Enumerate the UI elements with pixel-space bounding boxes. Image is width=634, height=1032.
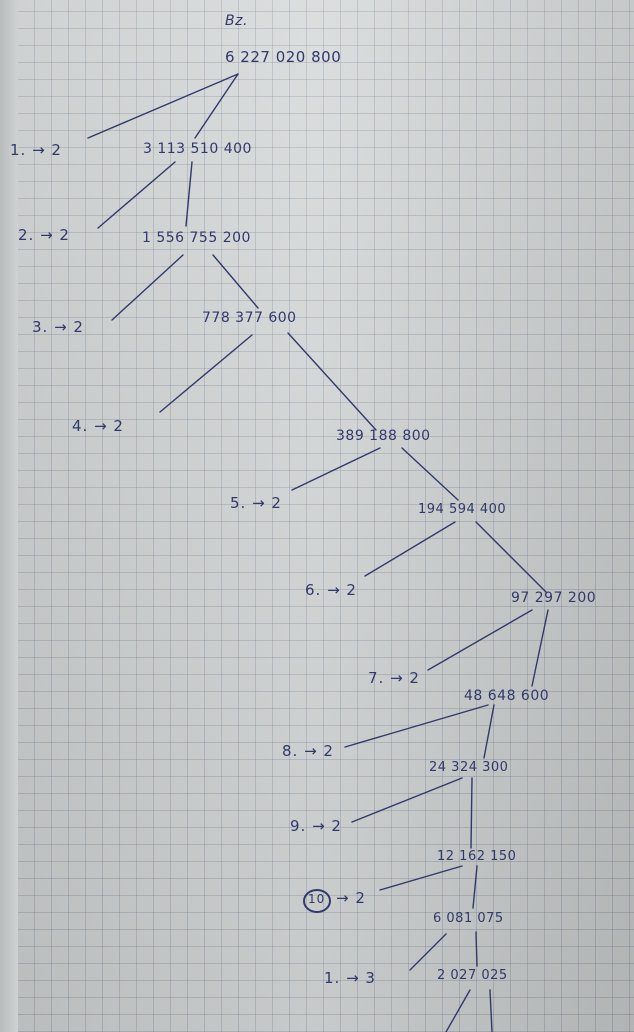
branch-line: [185, 161, 193, 227]
branch-line: [97, 161, 176, 229]
factor-label-7: 7. → 2: [368, 669, 420, 687]
factor-label-2: 2. → 2: [18, 226, 70, 244]
branch-line: [445, 989, 471, 1032]
branch-line: [472, 865, 478, 909]
factor-label-6: 6. → 2: [305, 581, 357, 599]
tree-node-2: 1 556 755 200: [142, 230, 251, 246]
branch-line: [489, 989, 493, 1032]
header-mark: Bz.: [225, 13, 248, 29]
branch-line: [212, 254, 259, 309]
branch-line: [111, 254, 184, 321]
branch-line: [291, 447, 381, 491]
factor-label-9: 9. → 2: [290, 817, 342, 835]
factor-label-11: 1. → 3: [324, 969, 376, 987]
branch-line: [427, 609, 533, 671]
branch-line: [194, 73, 239, 139]
tree-node-10: 6 081 075: [433, 911, 504, 926]
branch-line: [531, 609, 549, 687]
branch-line: [379, 865, 463, 891]
branch-line: [344, 704, 489, 748]
factor-label-5: 5. → 2: [230, 494, 282, 512]
tree-node-9: 12 162 150: [437, 849, 517, 864]
branch-line: [364, 521, 456, 577]
branch-line: [159, 334, 253, 413]
branch-line: [287, 332, 377, 431]
branch-line: [409, 933, 447, 971]
factor-label-8: 8. → 2: [282, 742, 334, 760]
tree-node-0: 6 227 020 800: [225, 48, 342, 66]
branch-line: [87, 73, 239, 139]
branch-line: [483, 704, 495, 759]
factor-label-10-arrow: → 2: [336, 889, 366, 907]
tree-node-8: 24 324 300: [429, 760, 509, 775]
tree-node-5: 194 594 400: [418, 502, 507, 517]
factor-label-4: 4. → 2: [72, 417, 124, 435]
tree-node-11: 2 027 025: [437, 968, 508, 983]
branch-line: [475, 521, 547, 593]
table-edge: [0, 0, 18, 1032]
tree-node-7: 48 648 600: [464, 688, 550, 704]
factor-label-10-index: 10: [308, 892, 326, 906]
branch-line: [351, 777, 463, 823]
tree-node-4: 389 188 800: [336, 428, 431, 444]
tree-node-6: 97 297 200: [511, 590, 597, 606]
tree-node-1: 3 113 510 400: [143, 141, 252, 157]
tree-node-3: 778 377 600: [202, 310, 297, 326]
factor-label-1: 1. → 2: [10, 141, 62, 159]
branch-line: [470, 777, 473, 849]
circled-index-mark: [303, 889, 331, 913]
factor-label-3: 3. → 2: [32, 318, 84, 336]
branch-line: [401, 447, 459, 501]
branch-line: [475, 931, 478, 967]
